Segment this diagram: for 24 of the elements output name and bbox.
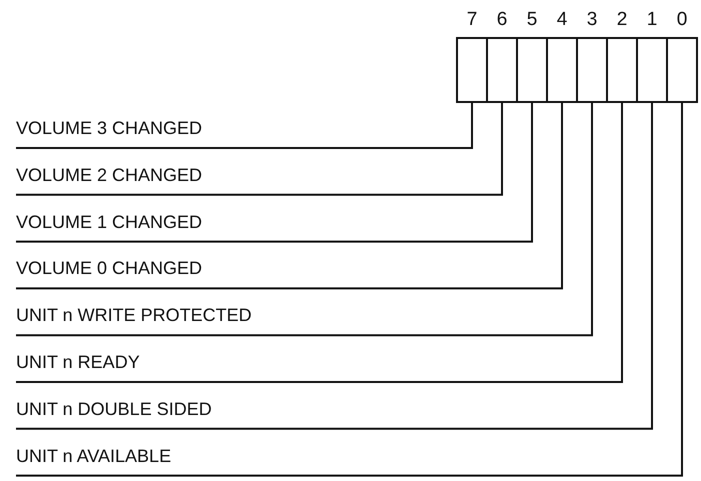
leader-line <box>16 103 503 196</box>
bit-description: VOLUME 3 CHANGED <box>14 117 204 139</box>
bit-number: 0 <box>676 9 688 31</box>
leader-line <box>16 103 623 383</box>
leader-line <box>16 103 653 430</box>
bit-description: UNIT n READY <box>14 351 142 373</box>
leader-line <box>16 103 473 149</box>
bit-number: 7 <box>466 9 478 31</box>
leader-line <box>16 103 533 243</box>
bit-number: 6 <box>496 9 508 31</box>
bit-number: 1 <box>646 9 658 31</box>
leader-line <box>16 103 593 336</box>
leader-line <box>16 103 683 477</box>
bit-number: 3 <box>586 9 598 31</box>
bit-description: VOLUME 0 CHANGED <box>14 257 204 280</box>
bit-description: UNIT n WRITE PROTECTED <box>14 304 254 326</box>
bit-number: 5 <box>526 9 538 31</box>
bit-number: 2 <box>616 9 628 31</box>
bit-description: VOLUME 1 CHANGED <box>14 210 204 233</box>
leader-line <box>16 103 563 290</box>
bit-description: UNIT n DOUBLE SIDED <box>14 398 214 420</box>
bit-number: 4 <box>556 9 568 31</box>
bit-description: VOLUME 2 CHANGED <box>14 164 204 186</box>
bit-description: UNIT n AVAILABLE <box>14 444 174 467</box>
